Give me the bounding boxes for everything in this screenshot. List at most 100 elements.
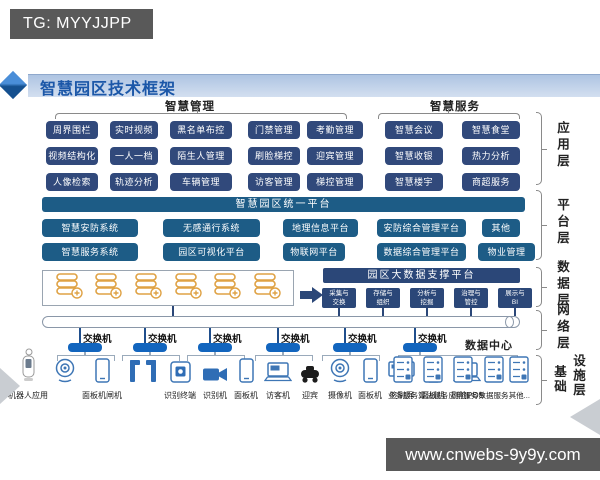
platform-module-box: 园区可视化平台 [163,243,260,261]
switch-label: 交换机 [83,334,112,345]
switch-icon [133,343,167,352]
flow-arrow-icon [312,287,323,303]
layer-label: 平台层 [555,198,569,248]
server-item: 业务服务 [388,356,418,400]
server-icon [393,356,413,388]
triangle-decoration-left [0,368,20,404]
title-bar [28,74,600,97]
database-icon [54,272,84,304]
app-module-button: 智慧楼宇 [385,173,443,191]
header-smart-service: 智慧服务 [430,101,480,113]
flow-arrow-icon [300,291,312,299]
server-icon [509,356,530,388]
app-module-button: 轨迹分析 [110,173,158,191]
device-item: 机器人应用 [8,348,48,400]
switch-icon [403,343,437,352]
database-icon [173,272,203,304]
blackbot-icon [298,365,322,388]
device-item: 摄像机 [328,358,352,400]
server-label: 应用服务 [448,391,479,400]
tablet-icon [238,358,254,388]
server-label: 数据服务 [478,391,509,400]
device-item [54,358,76,400]
switch-label: 交换机 [348,334,377,345]
platform-module-box: 物联网平台 [283,243,345,261]
bigdata-module-box: 采集与交换 [322,288,356,308]
switch-branch-line [255,355,313,361]
switch-icon [68,343,102,352]
connector-line [338,308,340,316]
laptop-icon [263,362,293,388]
header-smart-management: 智慧管理 [165,101,215,113]
switch-label: 交换机 [148,334,177,345]
app-module-button: 智慧会议 [385,121,443,139]
platform-module-box: 智慧服务系统 [42,243,138,261]
connector-line [470,308,472,316]
switch-icon [266,343,300,352]
bigdata-module-box: 存储与组织 [366,288,400,308]
switch-uplink-line [344,328,346,343]
switch-uplink-line [79,328,81,343]
switch-label: 交换机 [213,334,242,345]
device-item: 访客机 [263,362,293,400]
platform-module-box: 其他 [482,219,520,237]
infra-label-right: 设施层 [571,354,585,398]
layer-bracket-tick [542,148,547,150]
watermark-banner-bottom: www.cnwebs-9y9y.com [386,438,600,471]
app-module-button: 智慧食堂 [462,121,520,139]
gate-icon [128,359,158,388]
switch-label: 交换机 [418,334,447,345]
server-label: 业务服务 [388,391,418,400]
bracket-tick [448,108,449,113]
page-title: 智慧园区技术框架 [40,81,177,98]
platform-module-box: 智慧安防系统 [42,219,138,237]
device-label: 面板机 [421,391,445,400]
device-item: 识别机 [202,366,228,400]
device-label: 面板机闸机 [82,391,122,400]
switch-uplink-line [277,328,279,343]
app-module-button: 视频结构化 [46,147,98,165]
platform-module-box: 地理信息平台 [283,219,358,237]
robot-icon [20,348,36,388]
watermark-banner-top: TG: MYYJJPP [10,9,153,39]
switch-branch-line [57,355,115,361]
server-item: 数据服务 [479,356,509,400]
device-row: 机器人应用面板机闸机识别终端识别机面板机访客机迎宾摄像机面板机签到屏面板机刷脸P… [8,348,484,400]
device-item: 面板机闸机 [82,358,122,400]
switch-drop-line [349,352,351,356]
tablet-icon [94,358,110,388]
layer-bracket-tick [542,380,547,381]
watermark-bottom-text: www.cnwebs-9y9y.com [405,444,581,464]
connector-line [382,308,384,316]
management-bracket [55,113,347,119]
device-label: 识别机 [203,391,227,400]
connector-line [426,308,428,316]
app-module-button: 门禁管理 [248,121,300,139]
server-icon [453,356,474,388]
app-module-button: 梯控管理 [307,173,363,191]
switch-branch-line [187,355,245,361]
app-module-button: 考勤管理 [307,121,363,139]
platform-module-box: 无感通行系统 [163,219,260,237]
device-label: 迎宾 [302,391,318,400]
database-group-box [42,270,294,306]
device-label: 面板机 [234,391,258,400]
database-icon [252,272,282,304]
terminal-icon [169,361,191,388]
server-label: 其他... [508,391,530,400]
layer-bracket-tick [542,287,547,288]
device-label: 机器人应用 [8,391,48,400]
switch-drop-line [282,352,284,356]
device-item: 识别终端 [164,361,196,400]
switch-label: 交换机 [281,334,310,345]
switch-uplink-line [144,328,146,343]
server-icon [483,356,504,388]
layer-bracket-tick [542,330,547,331]
tablet-icon [362,358,378,388]
app-module-button: 黑名单布控 [170,121,232,139]
layer-bracket [536,112,542,185]
app-module-button: 周界围栏 [46,121,98,139]
switch-drop-line [84,352,86,356]
diamond-icon [0,70,28,100]
device-label: 面板机 [358,391,382,400]
